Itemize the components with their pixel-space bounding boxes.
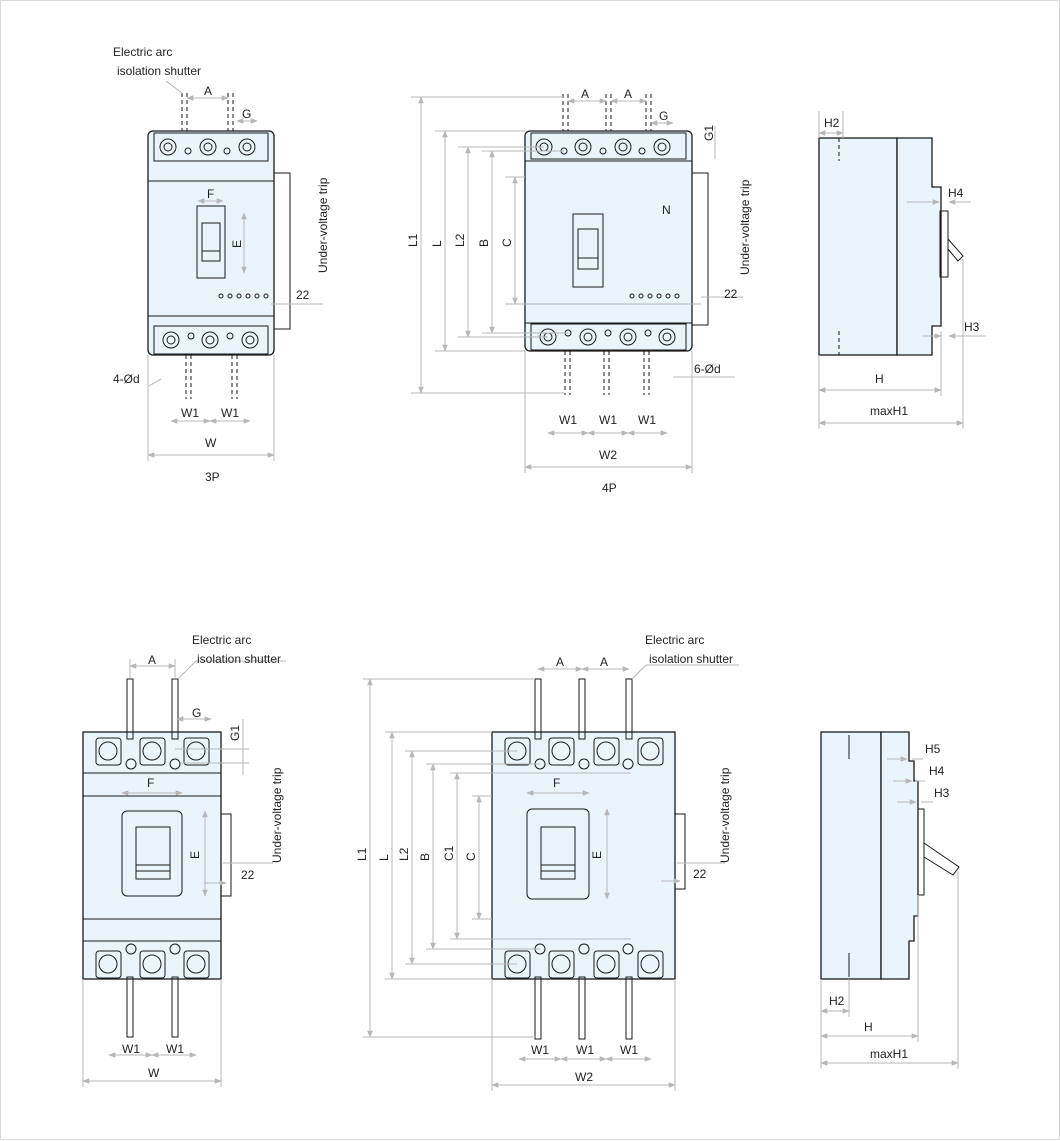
dim-label-f: F [207,187,214,201]
dim-label-22: 22 [241,868,255,882]
view-side-bottom: H5 H4 H3 H2 H maxH1 [820,731,960,1069]
dim-label-a: A [148,653,156,667]
dim-label-maxh1: maxH1 [870,1047,908,1061]
dim-label-w2: W2 [599,448,617,462]
dim-label-w1-b: W1 [599,413,617,427]
dim-label-w: W [148,1066,160,1080]
dim-label-g1: G1 [228,725,242,741]
uv-trip-module [220,813,232,897]
arc-shutter-callout-line2: isolation shutter [649,652,733,666]
uv-trip-label: Under-voltage trip [316,177,330,273]
dim-label-c: C [500,238,514,247]
dim-label-b: B [418,853,432,861]
uv-trip-label: Under-voltage trip [270,767,284,863]
arc-shutter-callout-line1: Electric arc [113,45,172,59]
dim-label-w1-a: W1 [122,1042,140,1056]
dim-label-b: B [477,239,491,247]
handle-window [196,205,226,279]
dim-label-g1: G1 [702,125,716,141]
dim-label-w1-a: W1 [181,406,199,420]
breaker-body [147,130,275,356]
dim-label-h2: H2 [824,116,840,130]
dim-label-a-2: A [600,655,608,669]
dim-label-l: L [430,240,444,247]
uv-trip-module [273,172,291,330]
pole-label-3p: 3P [205,470,220,484]
dim-label-22: 22 [724,287,738,301]
side-body-rear [896,137,942,356]
pole-label-4p: 4P [602,481,617,495]
dim-label-w1-a: W1 [559,413,577,427]
arc-shutter-callout-line2: isolation shutter [197,652,281,666]
side-body-rear [880,731,919,980]
handle-window [121,810,183,897]
dim-label-g: G [192,706,201,720]
dim-label-w1-b: W1 [166,1042,184,1056]
breaker-body [524,130,693,352]
dim-label-l2: L2 [453,233,467,247]
dim-label-g: G [659,109,668,123]
dim-label-l1: L1 [406,233,420,247]
dim-label-e: E [188,851,202,859]
dim-label-w: W [205,436,217,450]
dim-label-h4: H4 [948,186,964,200]
dim-label-h2: H2 [829,994,845,1008]
dim-label-e: E [590,851,604,859]
side-body-front [820,731,882,980]
arc-shutter-callout-line1: Electric arc [645,633,704,647]
dim-label-c: C [464,852,478,861]
uv-trip-label: Under-voltage trip [718,767,732,863]
uv-trip-module [674,813,686,890]
dim-label-g: G [242,107,251,121]
dim-label-w1-a: W1 [531,1043,549,1057]
dim-label-a-1: A [581,87,589,101]
view-4p-front-top: A A G G1 L1 L L2 B C N Under-voltage tri… [406,87,752,495]
dim-label-c1: C1 [442,845,456,861]
dim-label-a: A [204,84,212,98]
dim-label-h3: H3 [934,786,950,800]
view-3p-front-bottom: A Electric arc isolation shutter G G1 F … [82,633,286,1087]
dim-label-w1-c: W1 [620,1043,638,1057]
dim-label-e: E [230,240,244,248]
handle-window [572,213,604,288]
dim-label-f: F [147,776,154,790]
dim-label-h: H [875,372,884,386]
dim-label-a-2: A [624,87,632,101]
neutral-label: N [662,203,671,217]
dim-label-w1-b: W1 [221,406,239,420]
side-body-front [818,137,898,356]
dim-label-l2: L2 [397,847,411,861]
uv-trip-module [691,172,709,326]
dim-label-w1-c: W1 [638,413,656,427]
dim-label-maxh1: maxH1 [870,404,908,418]
dim-label-l1: L1 [355,847,369,861]
dim-label-h5: H5 [925,742,941,756]
dim-label-h: H [864,1020,873,1034]
dim-label-h3: H3 [964,320,980,334]
view-3p-front-top: Electric arc isolation shutter A G F E U… [113,45,330,484]
handle-window [526,808,590,900]
dim-label-h4: H4 [929,764,945,778]
arc-shutter-callout-line1: Electric arc [192,633,251,647]
view-4p-front-bottom: A A Electric arc isolation shutter L1 L … [355,633,739,1091]
view-side-top: H2 H4 H3 H maxH1 [818,111,986,429]
dim-label-a-1: A [556,655,564,669]
uv-trip-label: Under-voltage trip [738,179,752,275]
dim-label-w2: W2 [575,1070,593,1084]
dim-label-l: L [377,854,391,861]
dim-label-22: 22 [693,867,707,881]
arc-shutter-callout-line2: isolation shutter [117,64,201,78]
hole-label: 6-Ød [694,362,721,376]
dim-label-22: 22 [296,288,310,302]
dim-label-f: F [553,776,560,790]
dim-label-w1-b: W1 [576,1043,594,1057]
hole-label: 4-Ød [113,372,140,386]
